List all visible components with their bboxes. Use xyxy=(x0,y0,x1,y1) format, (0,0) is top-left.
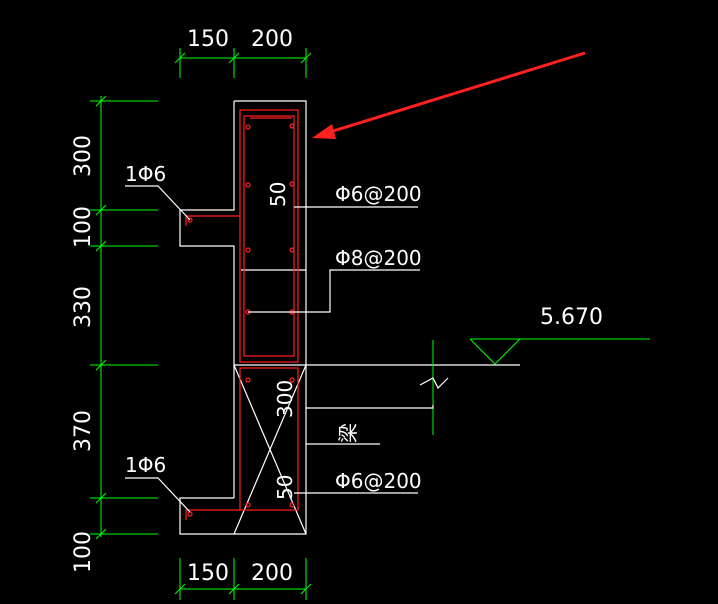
section-outline xyxy=(179,100,307,535)
label-cover-lower: 50 xyxy=(273,475,297,500)
annotations: 1Φ6 50 Φ6@200 Φ8@200 5.670 300 梁 1Φ6 50 … xyxy=(125,162,650,513)
label-stirrup-upper: Φ6@200 xyxy=(335,182,422,206)
bottom-dim-200: 200 xyxy=(251,561,293,586)
top-dim-150: 150 xyxy=(187,27,229,52)
label-cover-upper: 50 xyxy=(266,182,290,207)
bottom-dim-150: 150 xyxy=(187,561,229,586)
top-dimension: 150 200 xyxy=(174,27,312,78)
label-beam-depth: 300 xyxy=(273,380,297,418)
bottom-dimension: 150 200 xyxy=(174,558,312,600)
left-dim-300: 300 xyxy=(71,135,96,177)
label-beam: 梁 xyxy=(336,423,360,443)
pointer-arrow xyxy=(312,51,586,139)
rebar xyxy=(185,109,299,520)
label-elevation: 5.670 xyxy=(540,305,603,330)
label-bar-top-left: 1Φ6 xyxy=(125,162,166,186)
label-stirrup-middle: Φ8@200 xyxy=(335,246,422,270)
top-dim-200: 200 xyxy=(251,27,293,52)
left-dim-100-upper: 100 xyxy=(71,206,96,248)
left-dim-370: 370 xyxy=(71,410,96,452)
label-bar-bottom-left: 1Φ6 xyxy=(125,453,166,477)
left-dim-330: 330 xyxy=(71,286,96,328)
label-stirrup-lower: Φ6@200 xyxy=(335,469,422,493)
left-dimension: 300 100 330 370 100 xyxy=(71,95,158,573)
left-dim-100-lower: 100 xyxy=(71,531,96,573)
